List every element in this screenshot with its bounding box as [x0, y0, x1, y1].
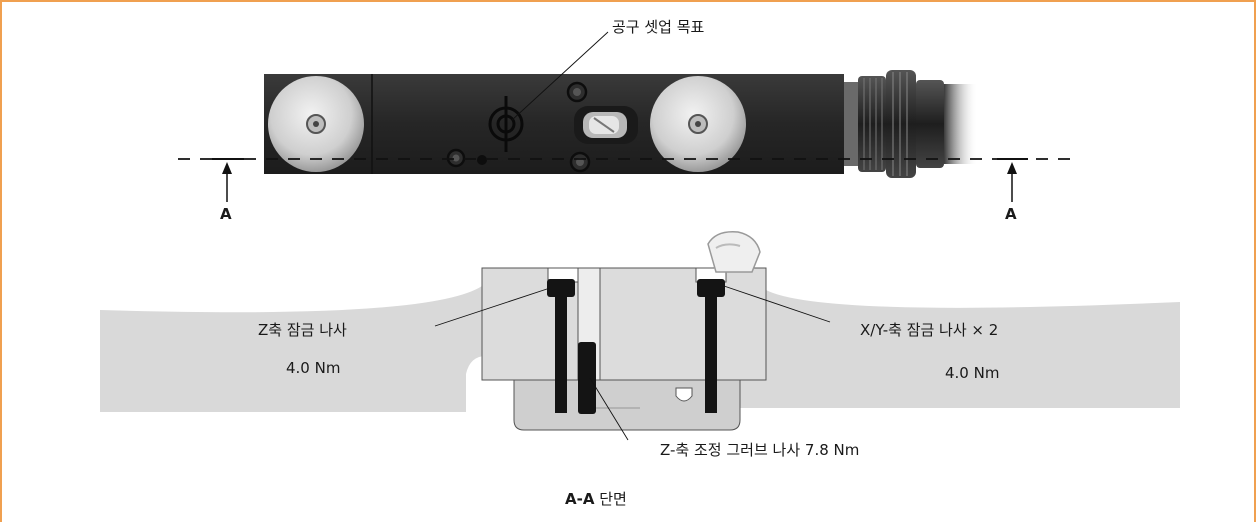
section-caption-prefix: A-A [565, 490, 595, 508]
z-adjust-grub-screw [578, 342, 596, 414]
screw-center [573, 88, 581, 96]
leader-line-xy-lock [723, 285, 831, 323]
section-caption-suffix: 단면 [594, 490, 627, 508]
base-notch [675, 387, 693, 402]
grub-screw-icon [477, 155, 487, 165]
section-a-a-view [100, 231, 1180, 441]
xy-lock-screw-shaft [705, 295, 717, 413]
air-nozzle-icon [574, 106, 638, 144]
right-wheel-hub-center [695, 121, 701, 127]
section-marker-left: A [220, 205, 232, 223]
z-lock-torque-label: 4.0 Nm [286, 359, 341, 377]
z-lock-screw-head [547, 279, 575, 297]
section-marker-right: A [1005, 205, 1017, 223]
xy-lock-screw-label: X/Y-축 잠금 나사 × 2 [860, 321, 999, 339]
z-adjust-grub-label: Z-축 조정 그러브 나사 7.8 Nm [660, 441, 860, 459]
tool-setup-target-icon [488, 96, 524, 152]
cable-connector-icon [844, 70, 978, 178]
z-lock-screw-label: Z축 잠금 나사 [258, 321, 347, 339]
tool-setup-target-label: 공구 셋업 목표 [612, 18, 705, 36]
xy-lock-screw-head [697, 279, 725, 297]
z-lock-screw-shaft [555, 295, 567, 413]
mounting-plate-right [740, 268, 1180, 408]
left-wheel-hub-center [313, 121, 319, 127]
xy-lock-torque-label: 4.0 Nm [945, 364, 1000, 382]
screw-center [452, 154, 460, 162]
section-stylus-icon [707, 231, 761, 273]
leader-line-target [511, 31, 609, 121]
section-arrow-right-icon [1007, 162, 1017, 202]
screw-center [576, 158, 584, 166]
leader-line-z-lock [434, 287, 551, 327]
tool-setter-top-view [178, 31, 1076, 202]
mounting-plate-left [100, 268, 486, 412]
leader-line-z-adjust [589, 377, 629, 441]
section-arrow-left-icon [222, 162, 232, 202]
section-caption: A-A 단면 [565, 488, 627, 509]
